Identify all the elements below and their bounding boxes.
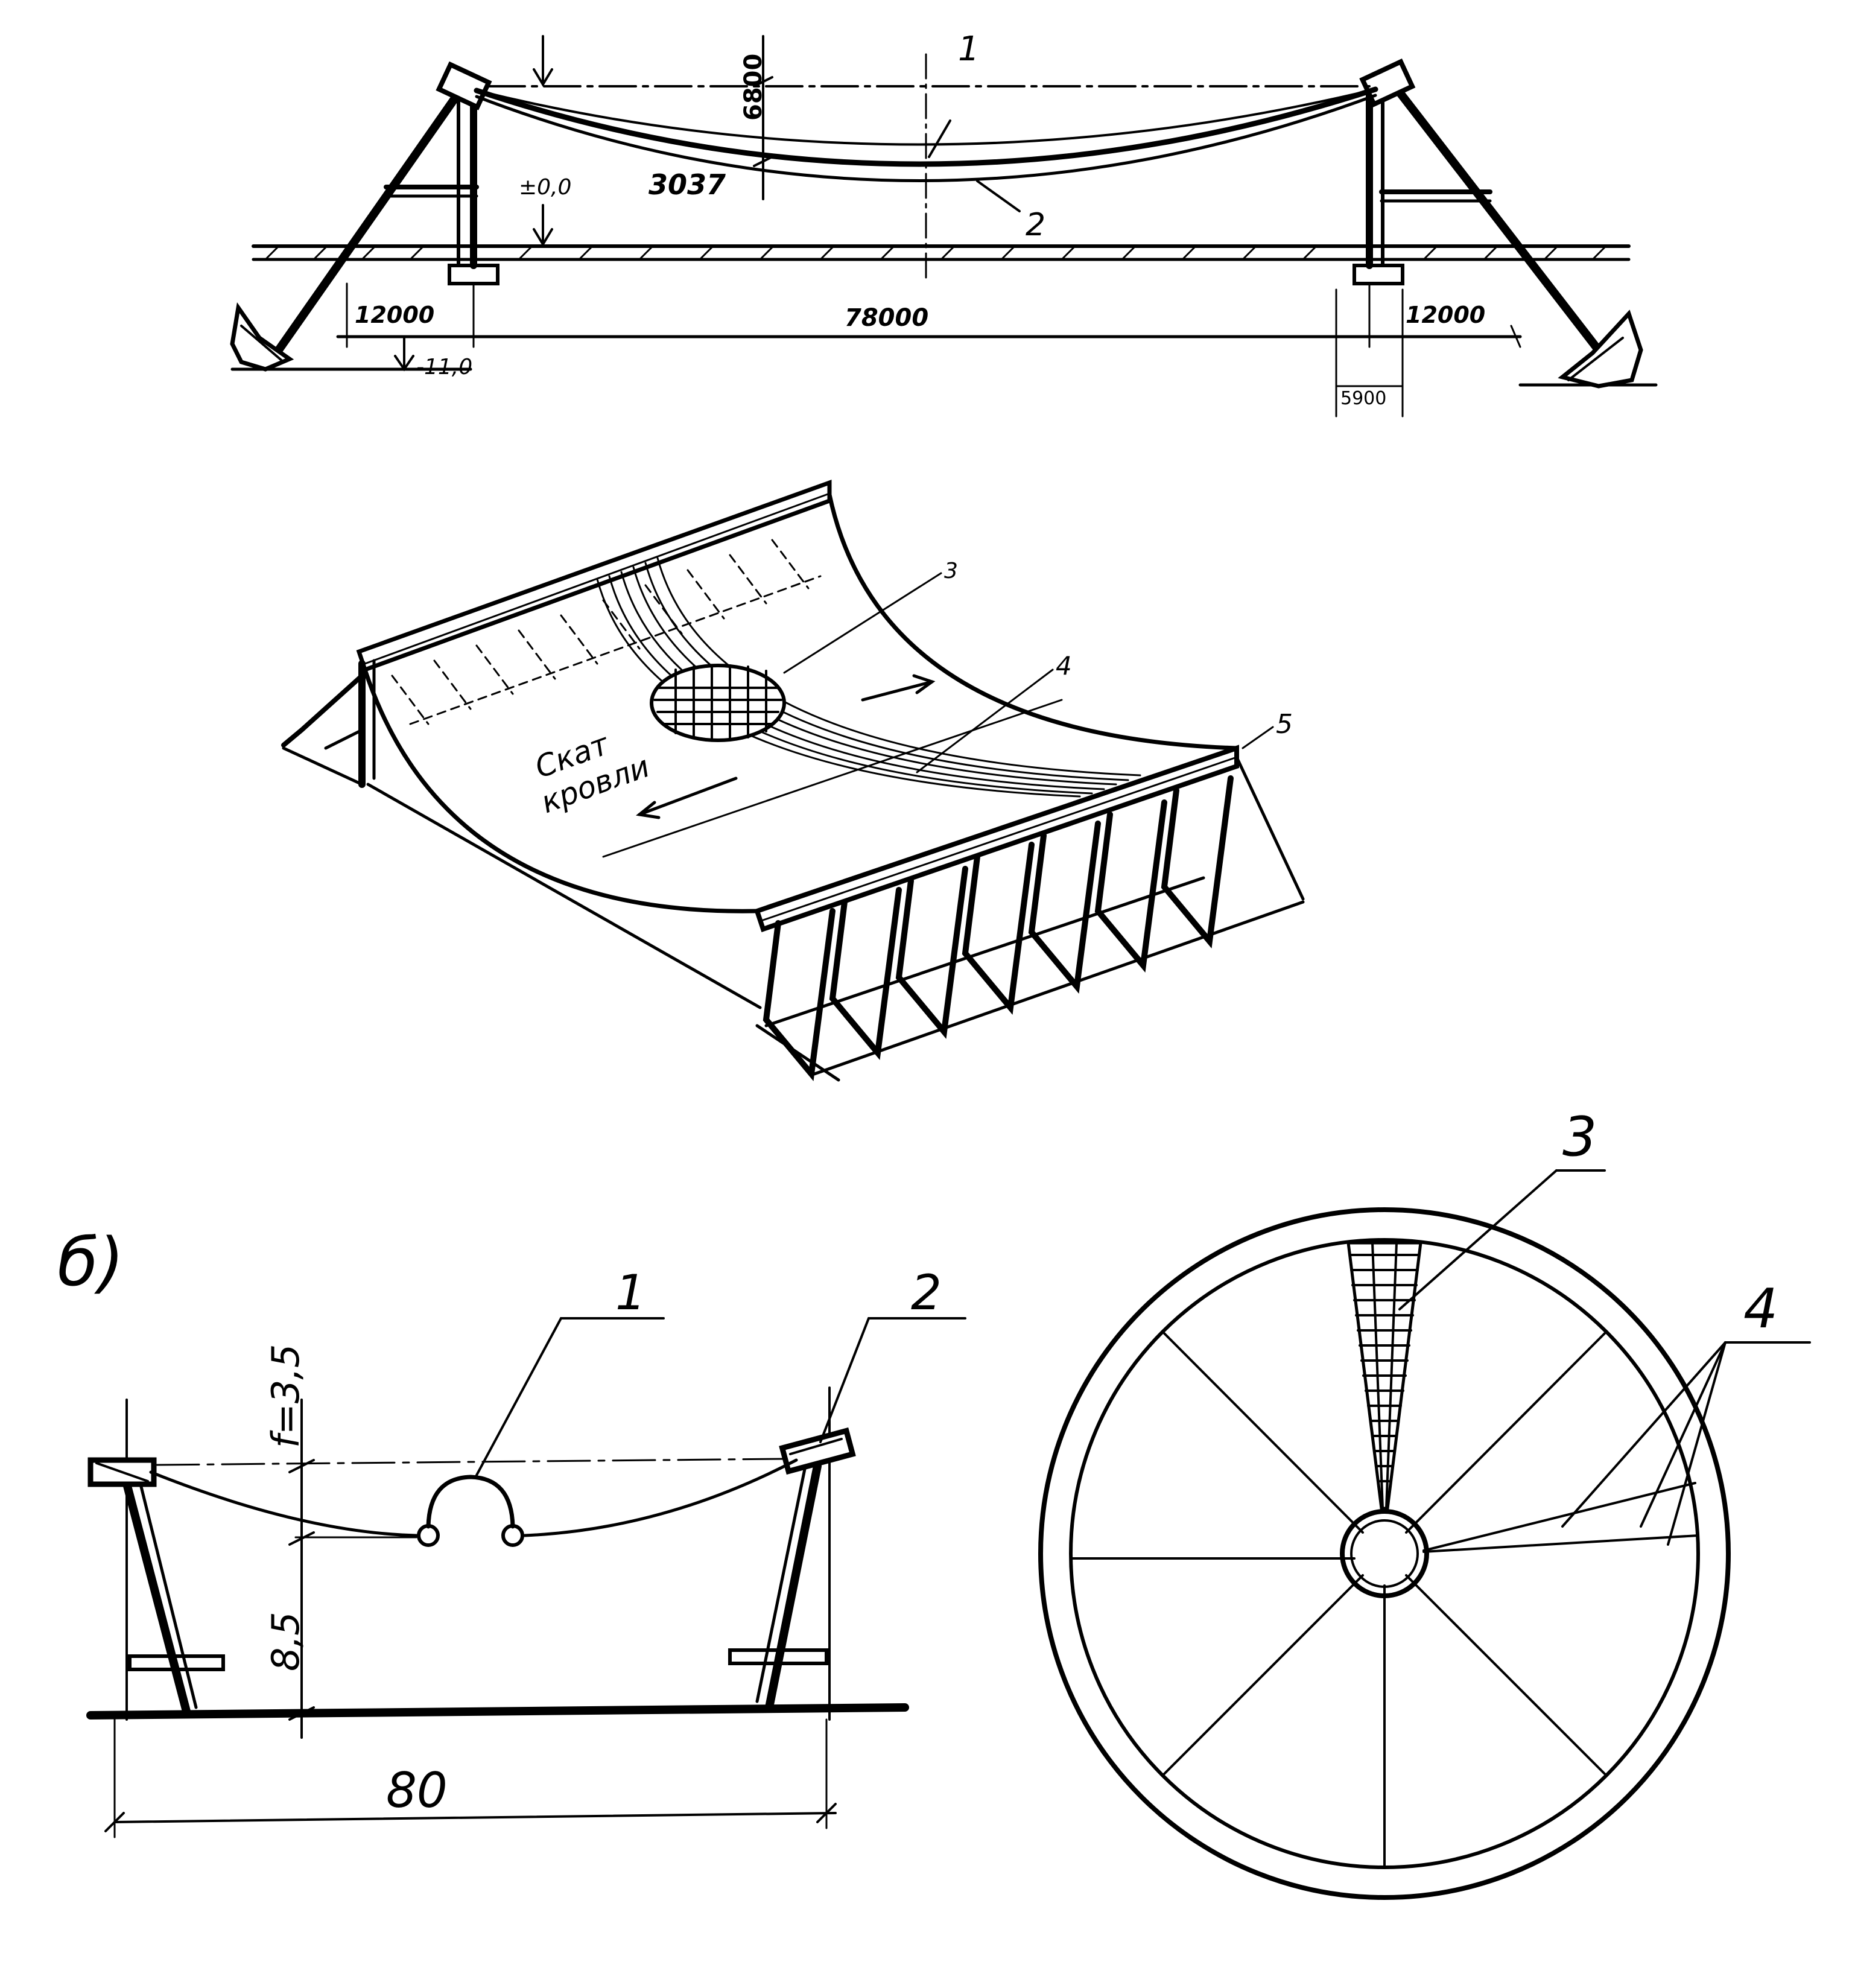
label-item-3: 3 — [944, 559, 958, 583]
label-item-1: 1 — [615, 1265, 646, 1321]
radial-cables — [1070, 1331, 1699, 1867]
figure-b-title: б) — [57, 1224, 124, 1301]
plan-labels: 3 4 — [1562, 1105, 1778, 1341]
dim-span: 80 — [386, 1762, 448, 1818]
label-item-5: 5 — [1276, 709, 1293, 740]
dim-span-main: 78000 — [845, 304, 928, 332]
perspective-view — [281, 480, 1305, 1082]
elevation-bottom: -11,0 — [416, 355, 472, 379]
elevation-zero: ±0,0 — [519, 175, 571, 200]
label-item-4: 4 — [1056, 651, 1072, 681]
dim-footing-width: 5900 — [1340, 388, 1386, 409]
top-elevation-labels: 1 2 6800 3037 ±0,0 -11,0 12000 78000 120… — [355, 30, 1485, 409]
membrane-wedge — [1346, 1241, 1422, 1510]
membrane-patch — [650, 664, 786, 742]
dim-lower: 3037 — [649, 168, 726, 201]
dim-span-left: 12000 — [355, 302, 434, 328]
dim-height: 8,5 — [264, 1612, 308, 1671]
dim-sag-f: f=3,5 — [264, 1344, 308, 1448]
top-elevation — [230, 35, 1658, 418]
ground-hatch — [264, 246, 1606, 261]
label-plan-item-3: 3 — [1562, 1105, 1597, 1169]
section-b — [86, 1317, 966, 1838]
label-cable-2: 2 — [1026, 207, 1045, 243]
front-frames — [763, 775, 1234, 1081]
section-b-labels: б) 1 2 f=3,5 8,5 80 — [57, 1224, 942, 1818]
dim-sag: 6800 — [740, 54, 767, 121]
label-item-2: 2 — [911, 1265, 942, 1321]
label-cable-1: 1 — [958, 30, 980, 69]
label-plan-item-4: 4 — [1743, 1277, 1778, 1341]
dim-span-right: 12000 — [1406, 302, 1485, 328]
plan-view — [1038, 1169, 1811, 1900]
